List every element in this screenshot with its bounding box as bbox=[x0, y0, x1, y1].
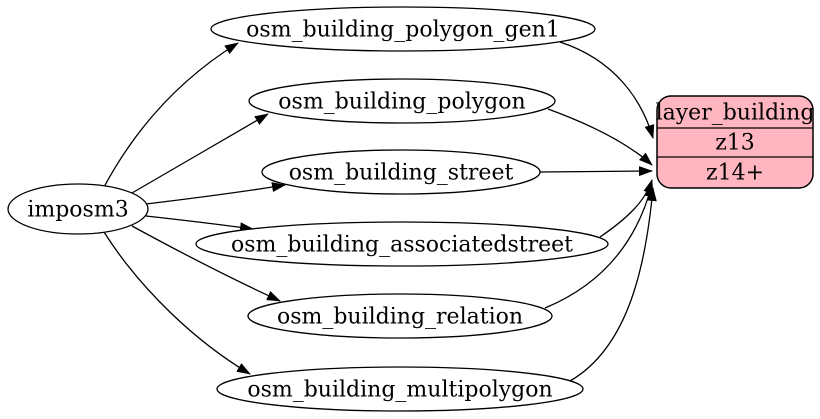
osm-building-polygon-label: osm_building_polygon bbox=[278, 90, 525, 115]
edge-imposm3-to-osm-building-polygon bbox=[131, 113, 269, 194]
layer-building-box bbox=[656, 95, 814, 189]
layer-building-row-z14: z14+ bbox=[706, 161, 764, 186]
osm-building-multipolygon-label: osm_building_multipolygon bbox=[247, 378, 552, 403]
edge-imposm3-to-osm-building-street bbox=[145, 182, 286, 205]
edge-osm-building-relation-to-z14 bbox=[544, 183, 654, 309]
edge-osm-building-multipolygon-to-z14 bbox=[569, 187, 657, 382]
osm-building-street-label: osm_building_street bbox=[289, 161, 514, 186]
edge-imposm3-to-osm-building-multipolygon bbox=[103, 231, 251, 375]
edges-to-layer bbox=[539, 41, 657, 382]
osm-building-relation-label: osm_building_relation bbox=[277, 305, 523, 330]
node-layer-building: layer_building z13 z14+ bbox=[656, 95, 815, 189]
osm-building-multipolygon-ellipse bbox=[216, 366, 584, 412]
node-osm-building-multipolygon: osm_building_multipolygon bbox=[216, 366, 584, 412]
edge-osm-building-polygon-to-z14 bbox=[547, 108, 653, 166]
layer-building-row-z13: z13 bbox=[715, 131, 755, 156]
node-osm-building-street: osm_building_street bbox=[261, 149, 541, 195]
edge-osm-building-street-to-z14 bbox=[539, 166, 653, 177]
edge-imposm3-to-osm-building-associatedstreet bbox=[145, 215, 254, 233]
node-osm-building-polygon: osm_building_polygon bbox=[248, 78, 556, 124]
node-osm-building-associatedstreet: osm_building_associatedstreet bbox=[195, 221, 609, 267]
osm-building-associatedstreet-label: osm_building_associatedstreet bbox=[231, 233, 573, 258]
osm-building-associatedstreet-ellipse bbox=[195, 221, 609, 267]
edge-imposm3-to-osm-building-polygon-gen1 bbox=[103, 42, 239, 188]
edges-from-source bbox=[103, 42, 286, 375]
osm-building-polygon-gen1-label: osm_building_polygon_gen1 bbox=[246, 18, 560, 43]
osm-building-relation-ellipse bbox=[247, 293, 553, 339]
layer-building-title: layer_building bbox=[656, 101, 815, 126]
osm-building-polygon-ellipse bbox=[248, 78, 556, 124]
imposm3-ellipse bbox=[7, 183, 149, 235]
node-osm-building-polygon-gen1: osm_building_polygon_gen1 bbox=[210, 6, 596, 52]
imposm3-label: imposm3 bbox=[27, 198, 128, 223]
node-imposm3: imposm3 bbox=[7, 183, 149, 235]
osm-building-polygon-gen1-ellipse bbox=[210, 6, 596, 52]
osm-building-street-ellipse bbox=[261, 149, 541, 195]
edge-osm-building-polygon-gen1-to-z13 bbox=[559, 41, 655, 139]
node-osm-building-relation: osm_building_relation bbox=[247, 293, 553, 339]
edge-imposm3-to-osm-building-relation bbox=[131, 225, 281, 302]
